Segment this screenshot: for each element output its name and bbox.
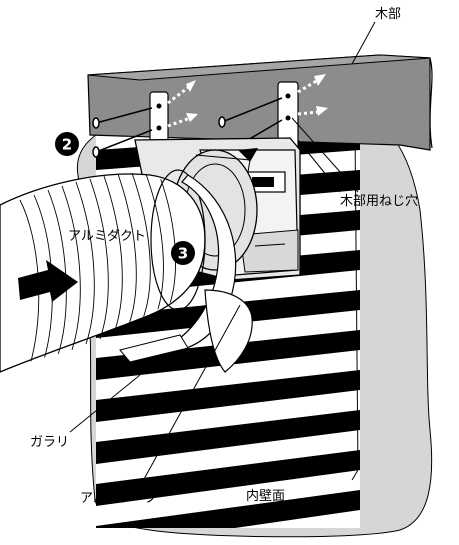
wood-beam — [87, 54, 433, 151]
aluminum-tape — [119, 174, 253, 373]
louver — [96, 132, 360, 528]
airflow-arrow — [18, 260, 78, 302]
leader-lines — [69, 21, 376, 491]
aluminum-duct — [0, 169, 206, 373]
left-bracket — [149, 91, 169, 153]
label-wood-part: 木部 — [375, 7, 401, 22]
label-wood-screw-holes: 木部用ねじ穴 — [340, 194, 418, 209]
louver-edge — [351, 129, 359, 481]
label-inner-wall: 内壁面 — [246, 488, 285, 504]
label-louver: ガラリ — [30, 435, 69, 450]
label-aluminum-tape: アルミテープ — [80, 491, 157, 506]
label-aluminum-duct: アルミダクト — [68, 229, 146, 244]
step-3-badge: 3 — [171, 241, 195, 265]
screw-direction-arrows — [167, 74, 328, 128]
svg-text:3: 3 — [178, 245, 188, 263]
step-2-badge: 2 — [55, 132, 79, 156]
svg-text:2: 2 — [62, 136, 72, 154]
